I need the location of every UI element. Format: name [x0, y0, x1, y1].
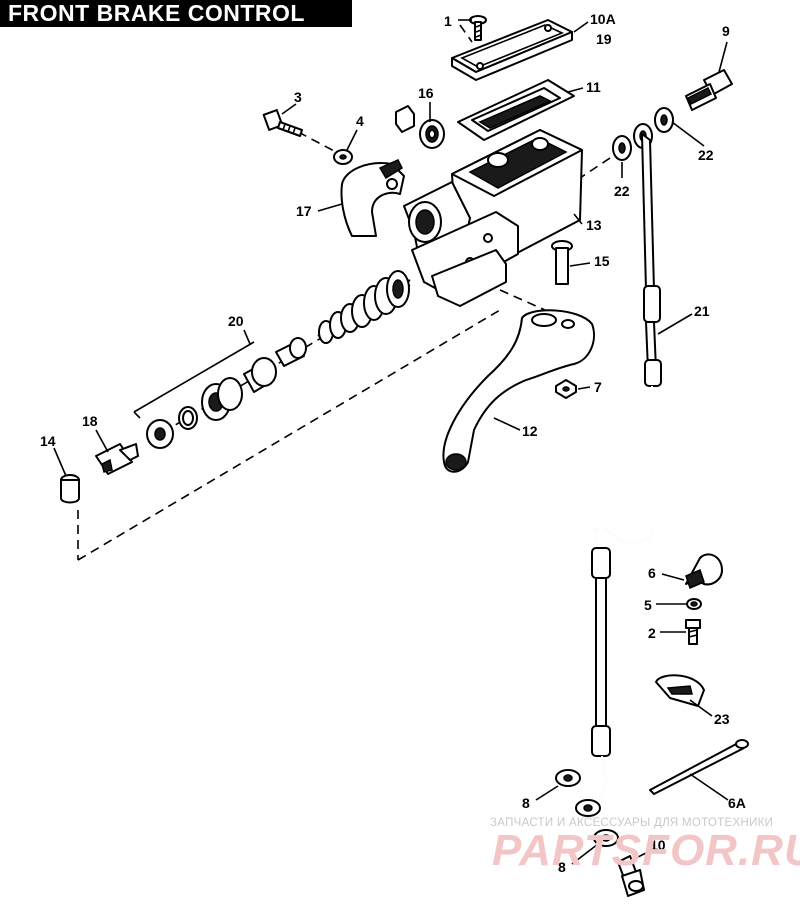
callout-19: 19: [596, 31, 612, 47]
callout-5: 5: [644, 597, 652, 613]
diagram-title: FRONT BRAKE CONTROL: [0, 0, 352, 27]
reservoir-cover-10a: [451, 19, 573, 81]
master-cylinder-body-part-13: [403, 129, 583, 307]
callout-16: 16: [418, 85, 434, 101]
callout-2: 2: [648, 625, 656, 641]
nut-part-7: [555, 379, 577, 399]
callout-17: 17: [296, 203, 312, 219]
switch-part-18: [95, 443, 139, 475]
piston-assembly-part-20: [133, 270, 411, 449]
clip-part-6: [685, 553, 723, 590]
screw-part-2: [685, 619, 701, 645]
clamp-part-23: [655, 674, 705, 707]
callout-8-upper: 8: [522, 795, 530, 811]
callout-22-upper: 22: [698, 147, 714, 163]
washer-part-4: [333, 149, 353, 165]
callout-13: 13: [586, 217, 602, 233]
callout-9: 9: [722, 23, 730, 39]
callout-labels: 1 10A 19 9 11 3 4 16 22 22 17 13 15 21 2…: [40, 11, 746, 875]
callout-6a: 6A: [728, 795, 746, 811]
callout-10a: 10A: [590, 11, 616, 27]
clamp-part-17: [340, 159, 405, 237]
callout-23: 23: [714, 711, 730, 727]
brake-lever-part-12: [442, 309, 595, 473]
callout-15: 15: [594, 253, 610, 269]
gasket-part-11: [457, 79, 575, 141]
callout-11: 11: [586, 79, 601, 95]
banjo-bolt-part-10: [617, 855, 645, 897]
callout-6: 6: [648, 565, 656, 581]
callout-22-lower: 22: [614, 183, 630, 199]
callout-7: 7: [594, 379, 602, 395]
plug-and-grommet-part-16: [395, 105, 445, 149]
callout-1: 1: [444, 13, 452, 29]
callout-21: 21: [694, 303, 710, 319]
banjo-bolt-part-9: [685, 69, 733, 111]
lockwasher-part-5: [686, 598, 702, 610]
callout-20: 20: [228, 313, 244, 329]
bolt-part-3: [262, 109, 303, 137]
washer-part-8: [555, 769, 619, 847]
callout-8-lower: 8: [558, 859, 566, 875]
watermark-logo: PARTSFOR.RU: [492, 826, 800, 875]
callout-14: 14: [40, 433, 56, 449]
callout-10: 10: [650, 837, 666, 853]
callout-18: 18: [82, 413, 98, 429]
watermark-tagline: ЗАПЧАСТИ И АКСЕССУАРЫ ДЛЯ МОТОТЕХНИКИ: [490, 817, 774, 829]
callout-4: 4: [356, 113, 364, 129]
brake-line-part-21: [575, 133, 662, 817]
screw-part-1: [469, 15, 487, 41]
callout-3: 3: [294, 89, 302, 105]
cable-tie-part-6a: [649, 739, 749, 795]
callout-12: 12: [522, 423, 538, 439]
boot-part-14: [60, 474, 80, 504]
callout-leaders: [53, 19, 729, 865]
pivot-pin-part-15: [551, 240, 573, 285]
